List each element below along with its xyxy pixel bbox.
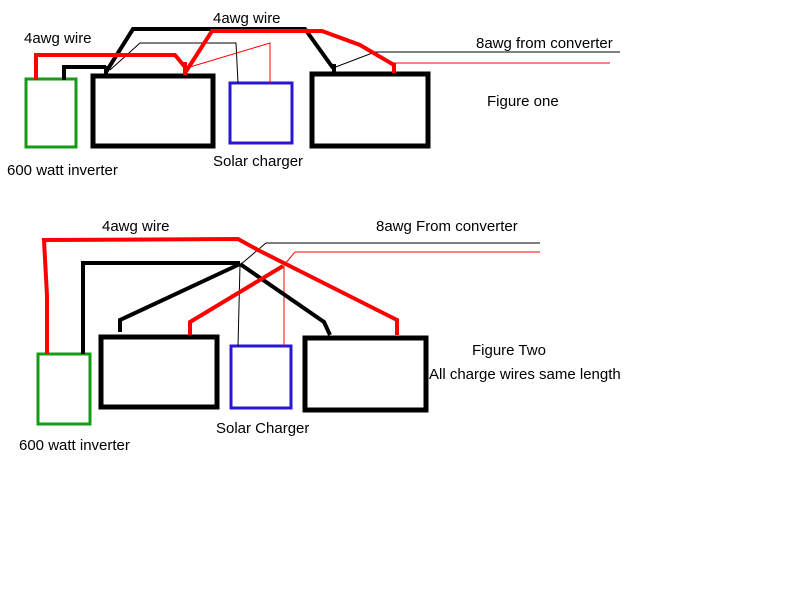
inverter-negative-wire — [62, 65, 106, 80]
solar-positive-wire — [189, 42, 271, 83]
battery-1-positive-wire — [188, 264, 285, 335]
battery-positive-link — [183, 29, 396, 75]
battery-negative-link — [104, 27, 335, 74]
solar-charger-box — [228, 81, 294, 145]
converter-negative-wire — [239, 242, 540, 266]
battery-1 — [98, 334, 220, 410]
figure-two-wire-label: 4awg wire — [102, 218, 170, 235]
solar-charger-box — [229, 344, 293, 410]
inverter-positive-wire — [34, 53, 187, 80]
battery-2 — [302, 335, 429, 413]
figure-one-solar-label: Solar charger — [213, 153, 304, 170]
figure-one-wire-label-left: 4awg wire — [24, 30, 92, 47]
figure-one-caption: Figure one — [487, 93, 559, 110]
figure-one — [24, 27, 620, 149]
figure-two-note: All charge wires same length — [429, 366, 621, 383]
inverter-positive-wire — [41, 236, 399, 354]
solar-negative-wire — [237, 264, 241, 347]
battery-2 — [309, 71, 431, 149]
converter-positive-wire — [283, 251, 540, 266]
inverter-negative-wire — [81, 261, 240, 354]
figure-two — [36, 236, 540, 426]
battery-1 — [90, 73, 216, 149]
figure-one-wire-label-center: 4awg wire — [213, 10, 281, 27]
figure-one-converter-label: 8awg from converter — [476, 35, 613, 52]
figure-one-inverter-label: 600 watt inverter — [7, 162, 118, 179]
figure-two-solar-label: Solar Charger — [216, 420, 310, 437]
inverter-box — [36, 352, 92, 426]
figure-two-inverter-label: 600 watt inverter — [19, 437, 130, 454]
battery-1-negative-wire — [118, 262, 241, 332]
figure-two-caption: Figure Two — [472, 342, 546, 359]
inverter-box — [24, 77, 78, 149]
battery-2-negative-wire — [238, 262, 332, 336]
figure-two-converter-label: 8awg From converter — [376, 218, 518, 235]
